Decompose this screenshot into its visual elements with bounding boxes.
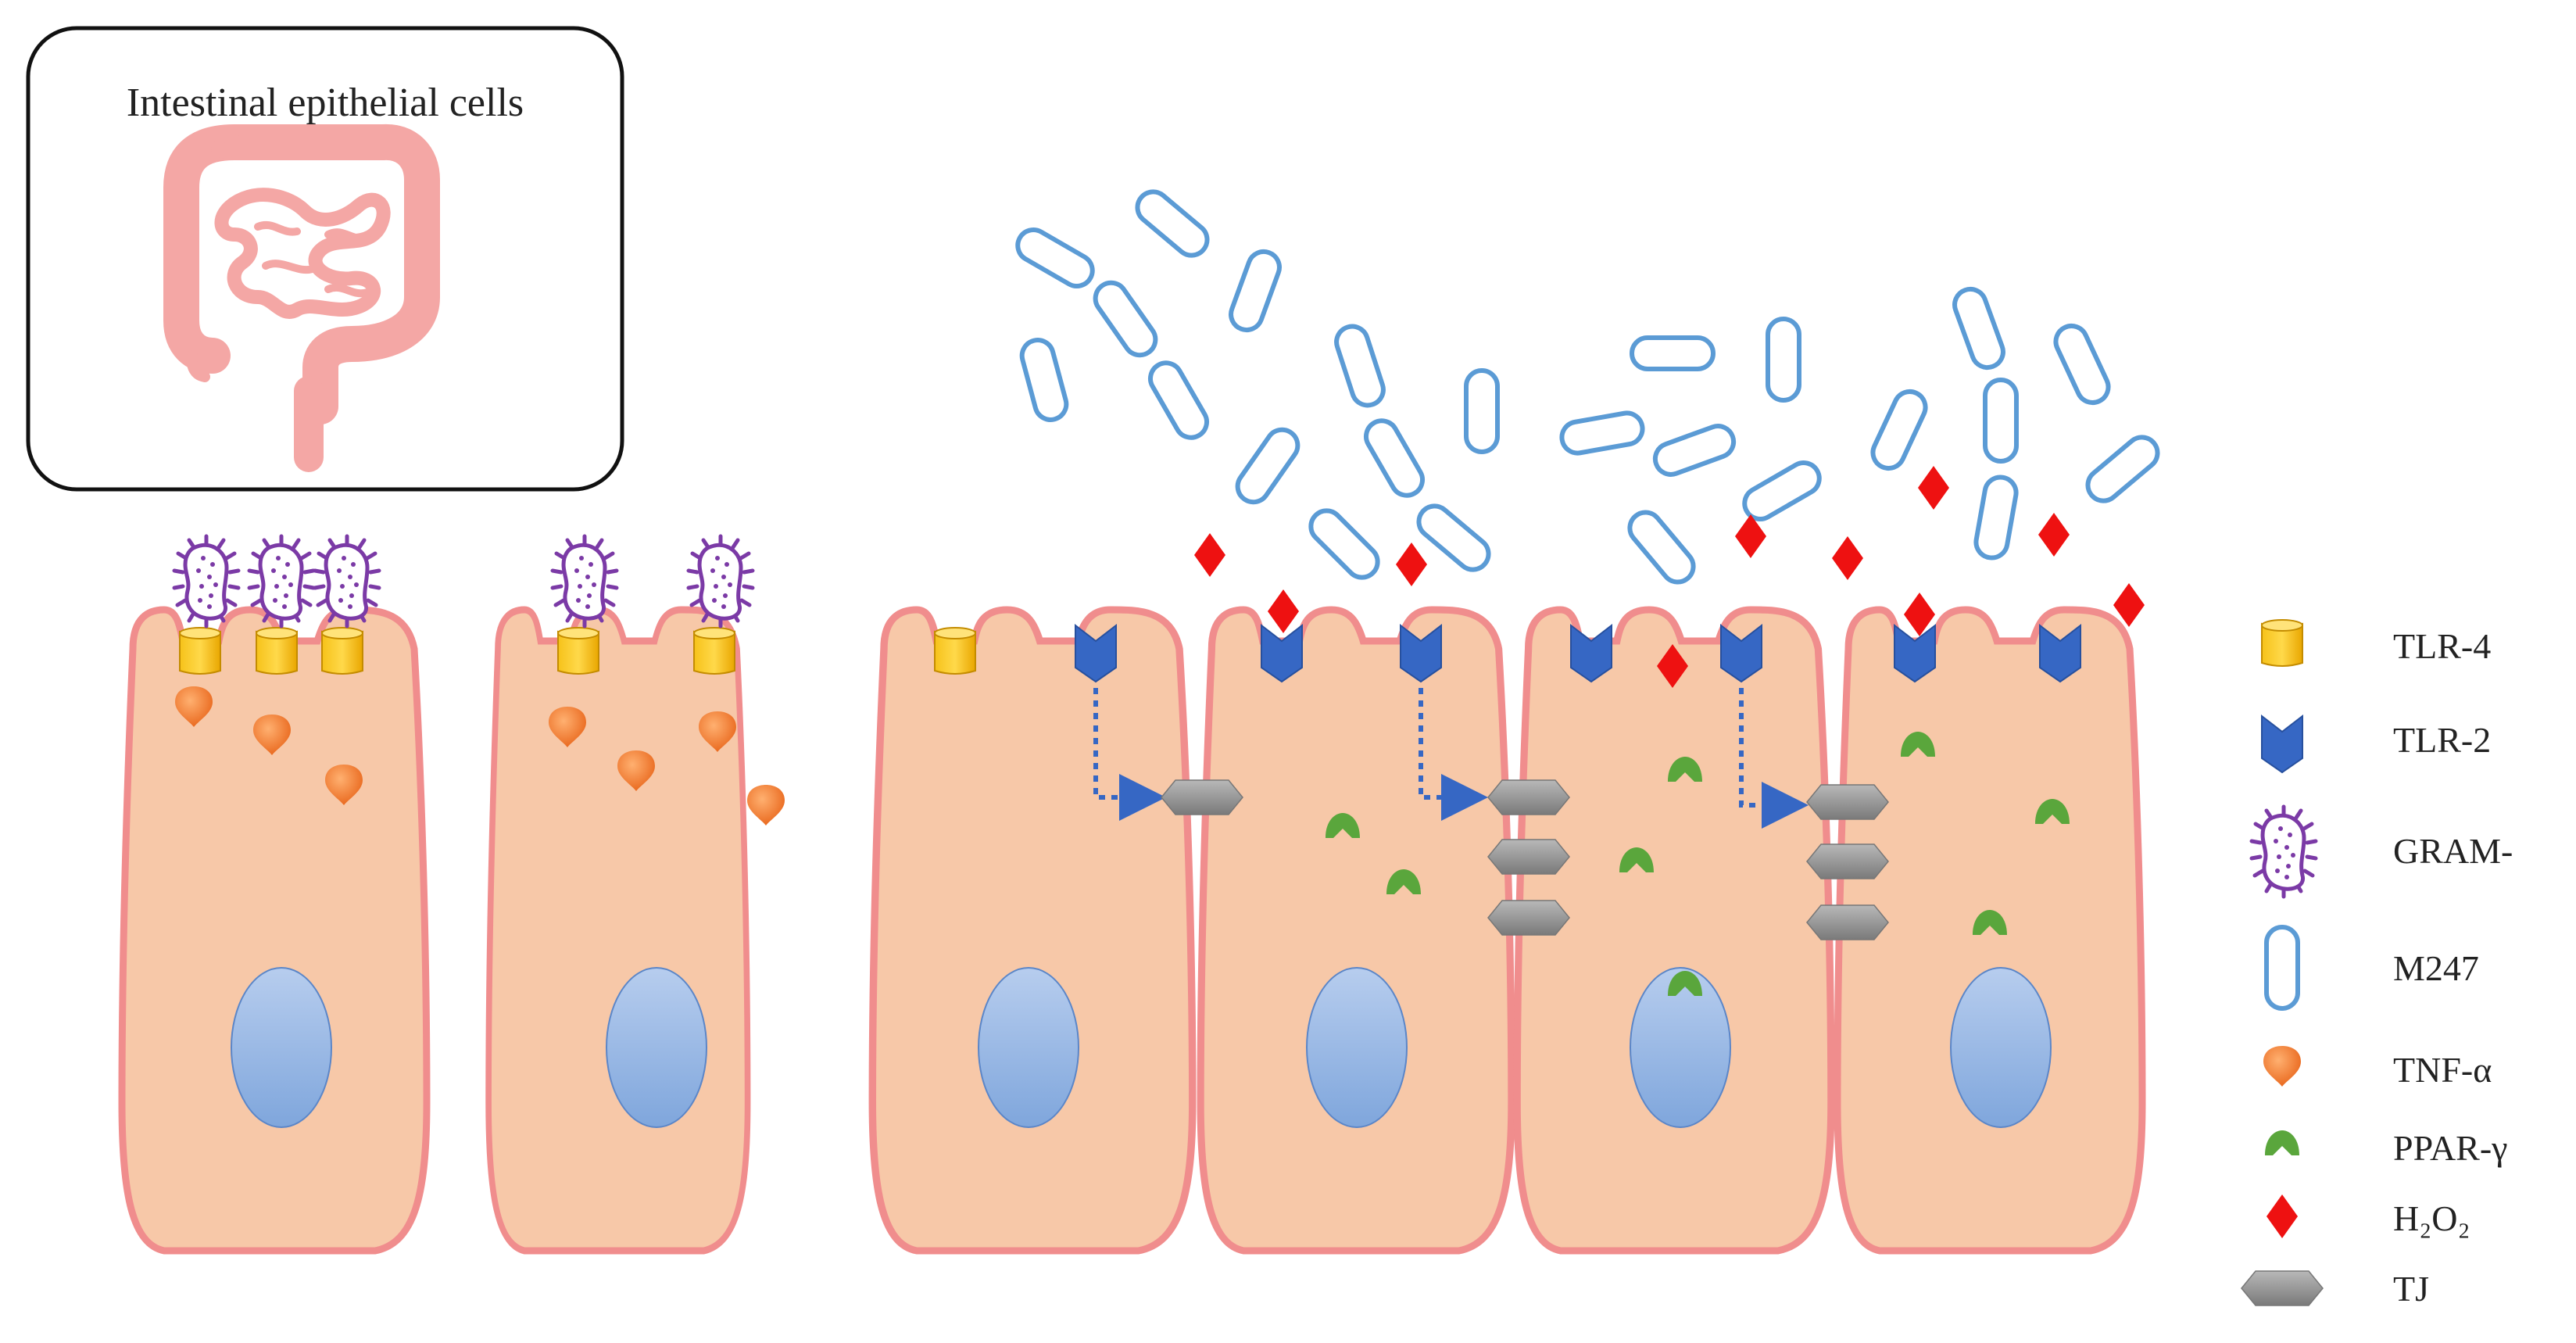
m247-bacterium-icon [1632, 338, 1713, 369]
epithelial-cell-5 [1517, 610, 1831, 1251]
legend-item-tnf: TNF-α [2263, 1046, 2492, 1090]
signal-arrows [1093, 688, 1809, 829]
m247-bacterium-icon [1651, 421, 1737, 478]
m247-bacterium-icon [1361, 415, 1429, 501]
h2o2-diamond-icon [1194, 533, 1225, 577]
m247-bacterium-icon [1131, 185, 1213, 261]
m247-bacterium-icon [1950, 285, 2007, 371]
nucleus [1630, 967, 1731, 1128]
nucleus [1950, 967, 2052, 1128]
ppar-gamma-icon [2265, 1130, 2299, 1155]
m247-bacterium-icon [1559, 410, 1644, 455]
legend-label-tnf: TNF-α [2393, 1050, 2492, 1090]
legend-item-tj: TJ [2241, 1269, 2429, 1309]
legend-label-m247: M247 [2393, 948, 2479, 988]
legend-item-tlr4: TLR-4 [2261, 619, 2491, 667]
tlr4-receptor-icon [934, 627, 976, 675]
legend-item-ppar: PPAR-γ [2265, 1128, 2508, 1168]
m247-bacterium-icon [1226, 247, 1283, 334]
tlr4-receptor-icon [693, 627, 735, 675]
tight-junction-icon [1806, 843, 1889, 879]
nucleus [231, 967, 332, 1128]
tlr4-receptor-icon [2261, 619, 2303, 667]
tight-junction-icon [1487, 900, 1570, 936]
tlr4-receptor-icon [557, 627, 599, 675]
h2o2-diamond-icon [1396, 543, 1427, 586]
nuclei [231, 967, 2052, 1128]
epithelial-cell-6 [1837, 610, 2142, 1251]
m247-bacterium-icon [1145, 357, 1213, 443]
m247-bacterium-icon [1333, 322, 1387, 409]
inset-title: Intestinal epithelial cells [127, 81, 524, 125]
tlr4-receptor-icon [256, 627, 298, 675]
m247-bacterium-icon [1466, 371, 1497, 452]
m247-bacteria [1012, 185, 2164, 588]
legend-item-gram: GRAM- [2252, 807, 2513, 897]
m247-bacterium-icon [1868, 386, 1930, 473]
legend-item-tlr2: TLR-2 [2261, 715, 2491, 773]
nucleus [606, 967, 707, 1128]
legend-label-h2o2: H₂O₂ [2393, 1198, 2470, 1238]
legend-item-m247: M247 [2267, 927, 2479, 1008]
tight-junction-icon [1161, 779, 1243, 815]
legend-label-tj: TJ [2393, 1269, 2429, 1309]
signal-arrow [1093, 688, 1166, 821]
h2o2-diamond-icon [1268, 589, 1299, 633]
tight-junction-icon [1487, 779, 1570, 815]
m247-bacterium-icon [1304, 504, 1384, 584]
tight-junction-icon [1806, 784, 1889, 820]
gram-negative-bacterium-icon [2252, 807, 2316, 897]
m247-bacterium-icon [1232, 424, 1304, 508]
tlr4-receptor-icon [179, 627, 221, 675]
m247-bacterium-icon [2267, 927, 2298, 1008]
m247-bacterium-icon [1973, 475, 2018, 560]
m247-bacterium-icon [2081, 431, 2163, 507]
legend-label-tlr2: TLR-2 [2393, 720, 2491, 760]
h2o2-diamond-icon [1918, 466, 1949, 510]
nucleus [978, 967, 1079, 1128]
tnf-alpha-icon [747, 785, 785, 825]
legend-label-gram: GRAM- [2393, 831, 2513, 871]
tlr2-receptor-icon [2261, 715, 2303, 773]
legend-label-ppar: PPAR-γ [2393, 1128, 2508, 1168]
m247-bacterium-icon [1012, 224, 1098, 292]
epithelial-cell-4 [1200, 610, 1512, 1251]
tight-junction-icon [1806, 904, 1889, 940]
tnf-alpha-icon [2263, 1046, 2301, 1087]
signal-arrow [1739, 688, 1809, 829]
m247-bacterium-icon [1985, 380, 2016, 461]
legend: TLR-4 TLR-2 GRAM- M247 TNF-α PPAR-γ H₂O₂ [2241, 619, 2513, 1309]
tight-junction-icon [1487, 839, 1570, 875]
m247-bacterium-icon [1739, 457, 1825, 525]
m247-bacterium-icon [2051, 321, 2113, 407]
h2o2-diamond-icon [2267, 1194, 2298, 1238]
legend-item-h2o2: H₂O₂ [2267, 1194, 2470, 1238]
tlr4-receptor-icon [321, 627, 363, 675]
epithelial-cell-1 [122, 610, 427, 1251]
h2o2-diamond-icon [2038, 513, 2070, 557]
signal-arrow [1419, 688, 1488, 821]
tight-junction-icon [2241, 1270, 2324, 1306]
intestine-icon [163, 124, 440, 472]
nucleus [1306, 967, 1408, 1128]
legend-label-tlr4: TLR-4 [2393, 626, 2491, 666]
h2o2-diamond-icon [1832, 536, 1863, 580]
m247-bacterium-icon [1768, 319, 1799, 400]
epithelial-cell-2 [488, 610, 748, 1251]
epithelial-cell-3 [872, 610, 1193, 1251]
m247-bacterium-icon [1623, 506, 1699, 588]
m247-bacterium-icon [1089, 277, 1161, 361]
m247-bacterium-icon [1018, 337, 1070, 424]
intestine-inset: Intestinal epithelial cells [26, 26, 624, 492]
